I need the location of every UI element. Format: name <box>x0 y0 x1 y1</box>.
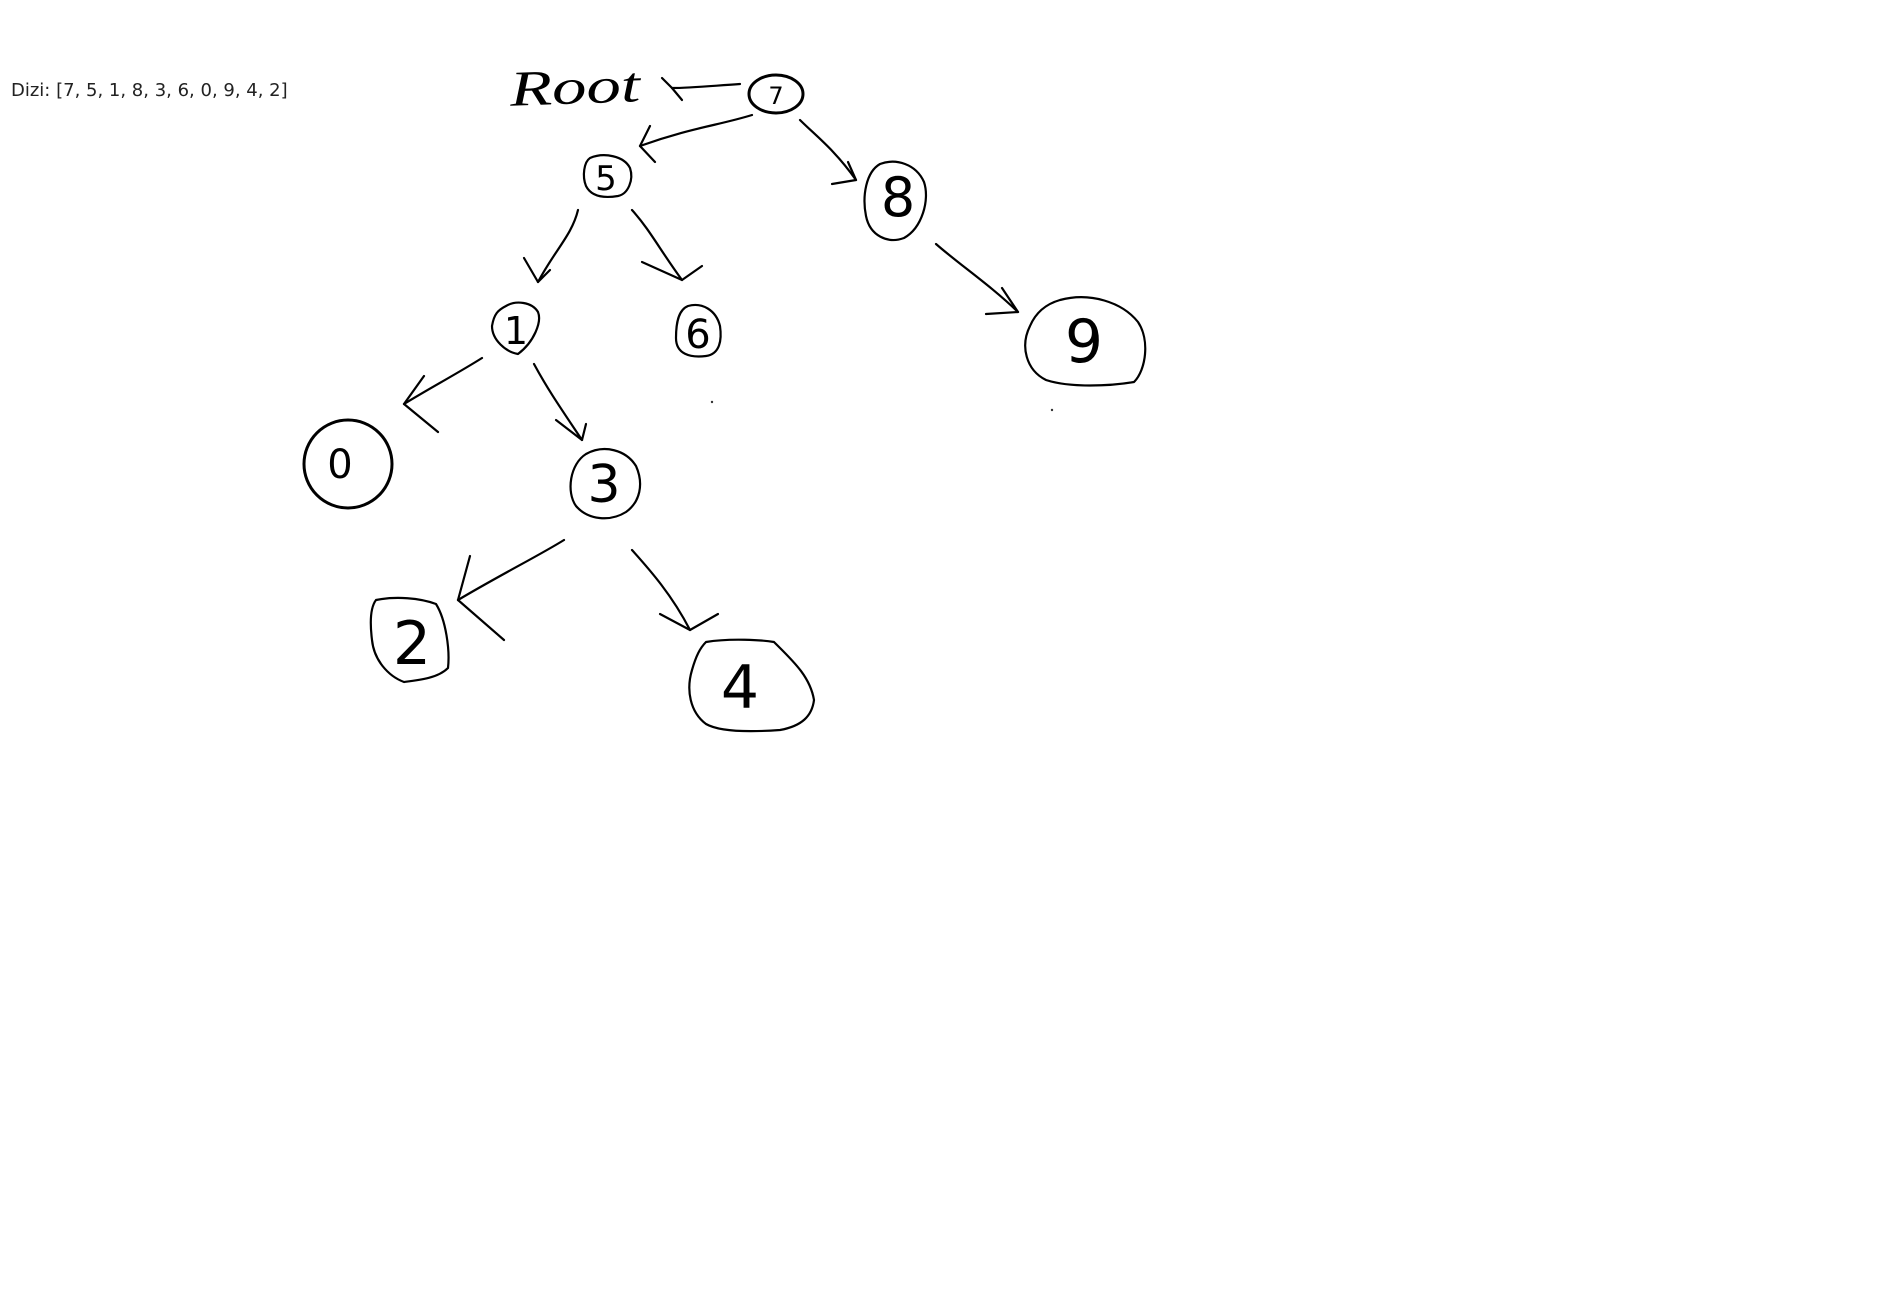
root-label: Root <box>508 56 643 117</box>
edge-8-9 <box>934 242 1020 316</box>
edge-7-root <box>660 76 742 102</box>
node-9-label: 9 <box>1065 307 1103 377</box>
node-2-label: 2 <box>393 609 431 679</box>
edge-7-5 <box>638 113 754 164</box>
node-5: 5 <box>582 154 633 199</box>
node-3-label: 3 <box>587 455 620 515</box>
node-7-label: 7 <box>768 82 783 110</box>
node-8: 8 <box>863 160 928 242</box>
node-0-label: 0 <box>327 442 352 488</box>
node-0: 0 <box>302 418 394 510</box>
edge-7-8 <box>798 118 858 186</box>
edge-3-4 <box>630 548 720 632</box>
edge-1-3 <box>532 362 588 442</box>
node-9: 9 <box>1024 296 1147 387</box>
node-3: 3 <box>569 448 642 520</box>
array-caption: Dizi: [7, 5, 1, 8, 3, 6, 0, 9, 4, 2] <box>11 80 288 101</box>
node-6-label: 6 <box>685 312 710 358</box>
node-1: 1 <box>490 301 541 356</box>
node-2: 2 <box>369 596 450 684</box>
node-4: 4 <box>688 638 816 733</box>
edge-5-1 <box>522 208 580 284</box>
node-4-label: 4 <box>721 653 759 723</box>
node-1-label: 1 <box>504 309 528 353</box>
node-7: 7 <box>747 73 805 115</box>
node-6: 6 <box>674 303 722 358</box>
stray-dot <box>710 400 714 404</box>
stray-dot <box>1050 408 1054 412</box>
node-5-label: 5 <box>595 159 617 199</box>
root-word: Root <box>508 56 643 117</box>
edge-3-2 <box>456 538 566 642</box>
edge-1-0 <box>402 356 484 434</box>
node-8-label: 8 <box>881 166 915 229</box>
edge-5-6 <box>630 208 704 282</box>
